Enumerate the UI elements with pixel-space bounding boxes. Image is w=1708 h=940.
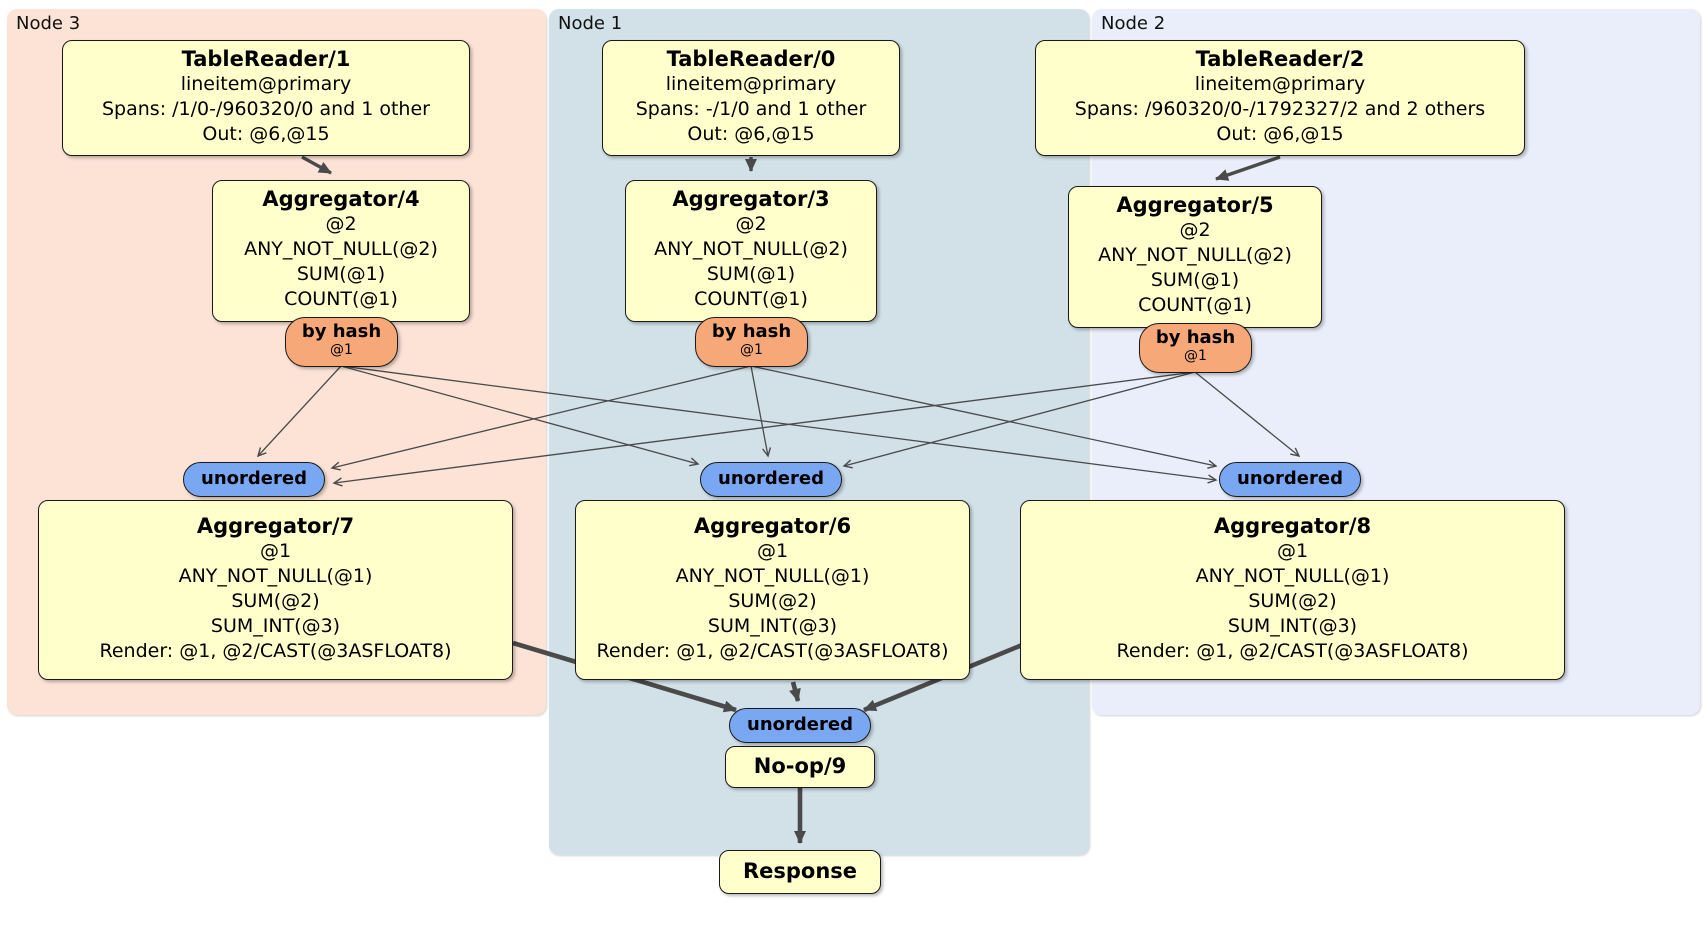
proc-line: Render: @1, @2/CAST(@3ASFLOAT8) xyxy=(596,640,949,662)
proc-line: @1 xyxy=(756,540,789,562)
router-detail: @1 xyxy=(1184,348,1207,364)
proc-line: SUM(@2) xyxy=(1248,590,1337,612)
proc-line: Out: @6,@15 xyxy=(1216,123,1344,145)
proc-line: Render: @1, @2/CAST(@3ASFLOAT8) xyxy=(99,640,452,662)
router-detail: @1 xyxy=(330,342,353,358)
panel-node3-label: Node 3 xyxy=(16,13,81,34)
proc-line: Spans: -/1/0 and 1 other xyxy=(635,98,867,120)
proc-line: SUM(@2) xyxy=(728,590,817,612)
proc-line: @2 xyxy=(1179,219,1211,241)
proc-aggregator-3: Aggregator/3 @2 ANY_NOT_NULL(@2) SUM(@1)… xyxy=(625,180,877,322)
proc-line: SUM(@2) xyxy=(231,590,320,612)
proc-aggregator-6: Aggregator/6 @1 ANY_NOT_NULL(@1) SUM(@2)… xyxy=(575,500,970,680)
proc-line: SUM(@1) xyxy=(1150,269,1240,291)
proc-tablereader-0: TableReader/0 lineitem@primary Spans: -/… xyxy=(602,40,900,156)
proc-line: @1 xyxy=(1276,540,1309,562)
proc-tablereader-1: TableReader/1 lineitem@primary Spans: /1… xyxy=(62,40,470,156)
proc-line: SUM(@1) xyxy=(296,263,386,285)
proc-line: Out: @6,@15 xyxy=(202,123,330,145)
proc-line: ANY_NOT_NULL(@1) xyxy=(675,565,870,587)
sync-unordered-6: unordered xyxy=(700,462,842,497)
router-label: by hash xyxy=(711,321,792,342)
sync-unordered-7: unordered xyxy=(183,462,325,497)
proc-title: TableReader/0 xyxy=(666,47,836,71)
proc-line: lineitem@primary xyxy=(1194,73,1366,95)
sync-label: unordered xyxy=(718,468,824,489)
proc-title: Aggregator/8 xyxy=(1213,514,1372,538)
proc-line: COUNT(@1) xyxy=(694,288,808,310)
proc-title: Response xyxy=(742,859,858,883)
proc-line: SUM_INT(@3) xyxy=(1227,615,1358,637)
proc-line: Render: @1, @2/CAST(@3ASFLOAT8) xyxy=(1116,640,1469,662)
sync-unordered-9: unordered xyxy=(729,708,871,743)
proc-line: ANY_NOT_NULL(@1) xyxy=(1195,565,1390,587)
proc-line: SUM_INT(@3) xyxy=(707,615,838,637)
proc-aggregator-4: Aggregator/4 @2 ANY_NOT_NULL(@2) SUM(@1)… xyxy=(212,180,470,322)
proc-title: No-op/9 xyxy=(753,754,847,778)
proc-noop-9: No-op/9 xyxy=(725,746,875,788)
proc-line: @2 xyxy=(325,213,357,235)
proc-aggregator-7: Aggregator/7 @1 ANY_NOT_NULL(@1) SUM(@2)… xyxy=(38,500,513,680)
proc-line: @2 xyxy=(735,213,767,235)
proc-line: lineitem@primary xyxy=(180,73,352,95)
proc-title: Aggregator/4 xyxy=(262,187,420,211)
proc-line: ANY_NOT_NULL(@2) xyxy=(244,238,438,260)
proc-title: Aggregator/3 xyxy=(672,187,830,211)
proc-title: TableReader/1 xyxy=(181,47,351,71)
router-label: by hash xyxy=(1155,327,1236,348)
proc-line: SUM(@1) xyxy=(706,263,796,285)
proc-line: SUM_INT(@3) xyxy=(210,615,341,637)
proc-line: Out: @6,@15 xyxy=(687,123,815,145)
proc-line: ANY_NOT_NULL(@1) xyxy=(178,565,373,587)
panel-node2-label: Node 2 xyxy=(1101,13,1166,34)
panel-node1-label: Node 1 xyxy=(558,13,623,34)
proc-tablereader-2: TableReader/2 lineitem@primary Spans: /9… xyxy=(1035,40,1525,156)
proc-title: Aggregator/5 xyxy=(1116,193,1274,217)
router-by-hash-3: by hash @1 xyxy=(695,317,808,367)
proc-title: Aggregator/7 xyxy=(196,514,355,538)
proc-response: Response xyxy=(719,850,881,894)
router-by-hash-5: by hash @1 xyxy=(1139,323,1252,373)
proc-line: ANY_NOT_NULL(@2) xyxy=(1098,244,1292,266)
proc-title: TableReader/2 xyxy=(1195,47,1365,71)
proc-line: @1 xyxy=(259,540,292,562)
proc-line: COUNT(@1) xyxy=(284,288,398,310)
proc-line: Spans: /960320/0-/1792327/2 and 2 others xyxy=(1074,98,1486,120)
router-by-hash-4: by hash @1 xyxy=(285,317,398,367)
router-label: by hash xyxy=(301,321,382,342)
sync-unordered-8: unordered xyxy=(1219,462,1361,497)
proc-line: COUNT(@1) xyxy=(1138,294,1252,316)
proc-line: Spans: /1/0-/960320/0 and 1 other xyxy=(102,98,430,120)
proc-aggregator-8: Aggregator/8 @1 ANY_NOT_NULL(@1) SUM(@2)… xyxy=(1020,500,1565,680)
proc-title: Aggregator/6 xyxy=(693,514,852,538)
router-detail: @1 xyxy=(740,342,763,358)
proc-line: lineitem@primary xyxy=(665,73,837,95)
sync-label: unordered xyxy=(201,468,307,489)
proc-line: ANY_NOT_NULL(@2) xyxy=(654,238,848,260)
sync-label: unordered xyxy=(747,714,853,735)
sync-label: unordered xyxy=(1237,468,1343,489)
proc-aggregator-5: Aggregator/5 @2 ANY_NOT_NULL(@2) SUM(@1)… xyxy=(1068,186,1322,328)
